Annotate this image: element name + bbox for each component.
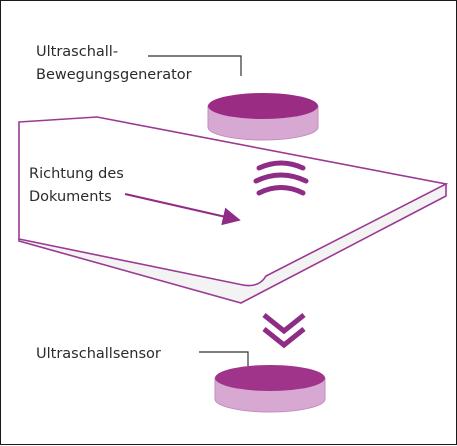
paper-sheet-upper bbox=[18, 116, 449, 287]
direction-label-line1: Richtung des bbox=[29, 166, 124, 182]
ultrasonic-sensor-disc bbox=[214, 365, 326, 413]
double-chevron-down-icon bbox=[262, 313, 306, 349]
generator-leader-line bbox=[148, 55, 242, 76]
direction-label-line2: Dokuments bbox=[29, 189, 112, 205]
generator-label-line1: Ultraschall- bbox=[36, 44, 118, 60]
generator-label-line2: Bewegungsgenerator bbox=[36, 67, 192, 83]
sensor-leader-line bbox=[199, 351, 249, 366]
sensor-label: Ultraschallsensor bbox=[36, 346, 161, 362]
sound-wave-icon bbox=[253, 160, 309, 196]
document-direction-arrow bbox=[124, 193, 241, 226]
ultrasonic-generator-disc bbox=[207, 93, 319, 141]
